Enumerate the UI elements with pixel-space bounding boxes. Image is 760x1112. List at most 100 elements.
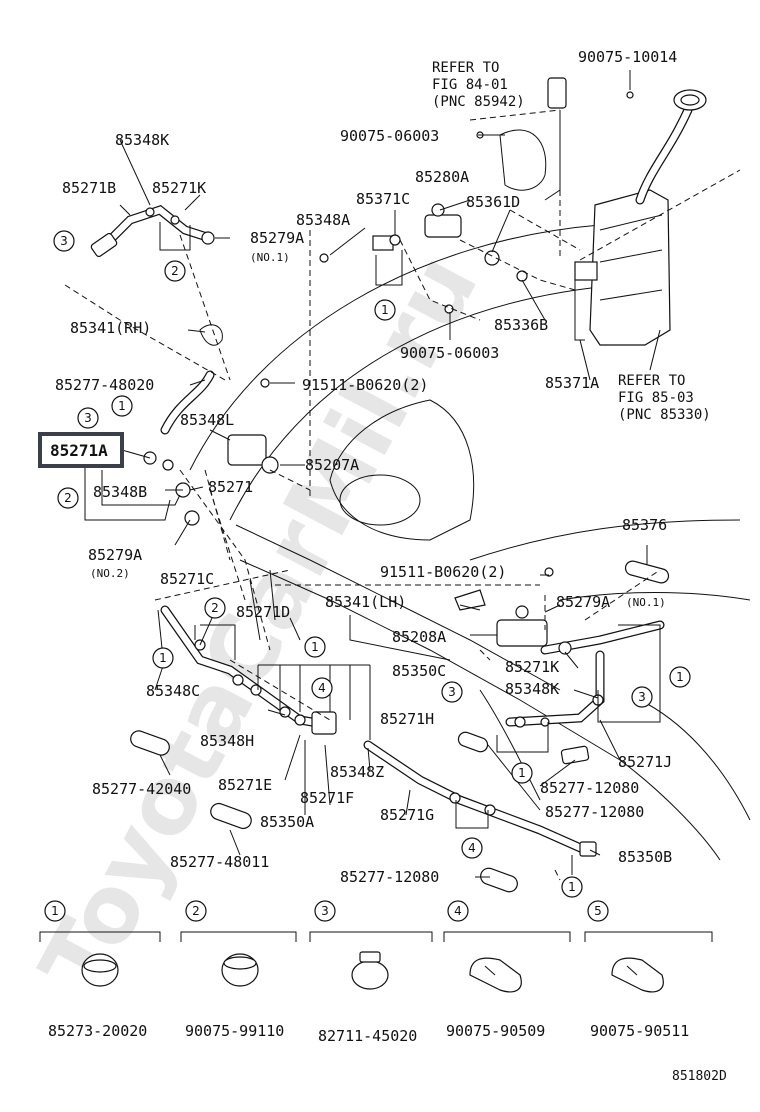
label-85277-42040: 85277-42040 — [92, 780, 191, 798]
nozzle-left-assembly — [143, 324, 279, 526]
svg-text:2: 2 — [211, 601, 219, 615]
callout-4-center: 4 — [311, 677, 333, 699]
label-85207A: 85207A — [305, 456, 359, 474]
label-85271: 85271 — [208, 478, 253, 496]
callout-1-center-right: 1 — [511, 762, 533, 784]
label-85350C: 85350C — [392, 662, 446, 680]
label-90075-06003-top: 90075-06003 — [340, 127, 439, 145]
label-85279A-top: 85279A — [250, 229, 304, 247]
legend-part-90075-90511: 90075-90511 — [590, 1022, 689, 1040]
callout-circles: 3 2 1 3 1 2 2 1 1 4 3 1 3 1 4 1 — [53, 230, 691, 898]
label-85277-48020: 85277-48020 — [55, 376, 154, 394]
label-85371A: 85371A — [545, 374, 599, 392]
label-85271F: 85271F — [300, 789, 354, 807]
vehicle-body-outline — [189, 224, 751, 861]
label-85348K-right: 85348K — [505, 680, 559, 698]
callout-1-left: 1 — [111, 395, 133, 417]
label-85208A: 85208A — [392, 628, 446, 646]
label-90075-10014: 90075-10014 — [578, 48, 677, 66]
label-85277-48011: 85277-48011 — [170, 853, 269, 871]
label-85271G: 85271G — [380, 806, 434, 824]
label-85277-12080-bot: 85277-12080 — [340, 868, 439, 886]
label-85336B: 85336B — [494, 316, 548, 334]
svg-text:3: 3 — [321, 904, 329, 918]
washer-pump-area — [319, 203, 528, 314]
legend-part-82711-45020: 82711-45020 — [318, 1027, 417, 1045]
svg-text:2: 2 — [64, 491, 72, 505]
label-85271C: 85271C — [160, 570, 214, 588]
callout-1-lower-right: 1 — [561, 876, 583, 898]
legend-item-3: 3 82711-45020 — [309, 900, 433, 1045]
svg-text:1: 1 — [51, 904, 59, 918]
label-85348A: 85348A — [296, 211, 350, 229]
note-refer-top-line2: FIG 84-01 — [432, 77, 508, 93]
washer-tank — [574, 89, 707, 346]
label-85348C: 85348C — [146, 682, 200, 700]
legend-part-90075-99110: 90075-99110 — [185, 1022, 284, 1040]
svg-text:4: 4 — [454, 904, 462, 918]
callout-4-lower: 4 — [461, 837, 483, 859]
legend-part-90075-90509: 90075-90509 — [446, 1022, 545, 1040]
svg-text:1: 1 — [159, 651, 167, 665]
note-refer-right-line1: REFER TO — [618, 373, 685, 389]
svg-text:1: 1 — [518, 766, 526, 780]
svg-text:2: 2 — [192, 904, 200, 918]
label-85361D: 85361D — [466, 193, 520, 211]
label-85279A-right: 85279A — [556, 593, 610, 611]
hose-lower-left — [160, 605, 597, 857]
label-85350A: 85350A — [260, 813, 314, 831]
note-refer-top-line3: (PNC 85942) — [432, 94, 525, 110]
svg-text:3: 3 — [638, 690, 646, 704]
highlight-box — [38, 432, 124, 468]
svg-text:4: 4 — [318, 681, 326, 695]
svg-text:1: 1 — [568, 880, 576, 894]
label-85271E: 85271E — [218, 776, 272, 794]
hose-top-left — [90, 204, 215, 258]
label-no2: (NO.2) — [90, 567, 130, 580]
fastener-legend: 1 85273-20020 2 90075-99110 3 82711-4502… — [39, 900, 713, 1045]
label-85348H: 85348H — [200, 732, 254, 750]
label-91511-B0620-mid: 91511-B0620(2) — [380, 563, 506, 581]
legend-item-4: 4 90075-90509 — [443, 900, 571, 1040]
legend-item-1: 1 85273-20020 — [39, 900, 161, 1040]
callout-3-right: 3 — [631, 686, 653, 708]
protector-sleeves — [130, 560, 670, 893]
label-85271B: 85271B — [62, 179, 116, 197]
legend-item-5: 5 90075-90511 — [584, 900, 713, 1040]
hose-right-side — [454, 567, 665, 728]
svg-text:1: 1 — [676, 670, 684, 684]
callout-2-top: 2 — [164, 260, 186, 282]
svg-text:2: 2 — [171, 264, 179, 278]
label-91511-B0620-top: 91511-B0620(2) — [302, 376, 428, 394]
callout-3-center-right: 3 — [441, 681, 463, 703]
label-85376: 85376 — [622, 516, 667, 534]
label-85341RH: 85341(RH) — [70, 319, 151, 337]
svg-text:1: 1 — [381, 303, 389, 317]
svg-text:3: 3 — [60, 234, 68, 248]
part-labels: 85348K 85271B 85271K 85279A (NO.1) 85341… — [50, 48, 711, 886]
label-90075-06003-mid: 90075-06003 — [400, 344, 499, 362]
label-no1-right: (NO.1) — [626, 596, 666, 609]
label-85371C: 85371C — [356, 190, 410, 208]
label-85280A: 85280A — [415, 168, 469, 186]
svg-text:3: 3 — [84, 411, 92, 425]
label-85350B: 85350B — [618, 848, 672, 866]
label-no1-top: (NO.1) — [250, 251, 290, 264]
note-refer-right-line3: (PNC 85330) — [618, 407, 711, 423]
callout-2-left: 2 — [57, 487, 79, 509]
bracket-part-top — [476, 77, 634, 191]
label-85341LH: 85341(LH) — [325, 593, 406, 611]
label-85271K-top: 85271K — [152, 179, 206, 197]
callout-1-right: 1 — [669, 666, 691, 688]
label-85348B: 85348B — [93, 483, 147, 501]
label-85271K-right: 85271K — [505, 658, 559, 676]
note-refer-top-line1: REFER TO — [432, 60, 499, 76]
callout-3-left: 3 — [77, 407, 99, 429]
callout-1-lower-left: 1 — [152, 647, 174, 669]
label-85271A-highlighted[interactable]: 85271A — [50, 441, 108, 460]
label-85348Z: 85348Z — [330, 763, 384, 781]
callout-brackets — [84, 222, 661, 875]
svg-text:1: 1 — [118, 399, 126, 413]
label-85279A-left: 85279A — [88, 546, 142, 564]
